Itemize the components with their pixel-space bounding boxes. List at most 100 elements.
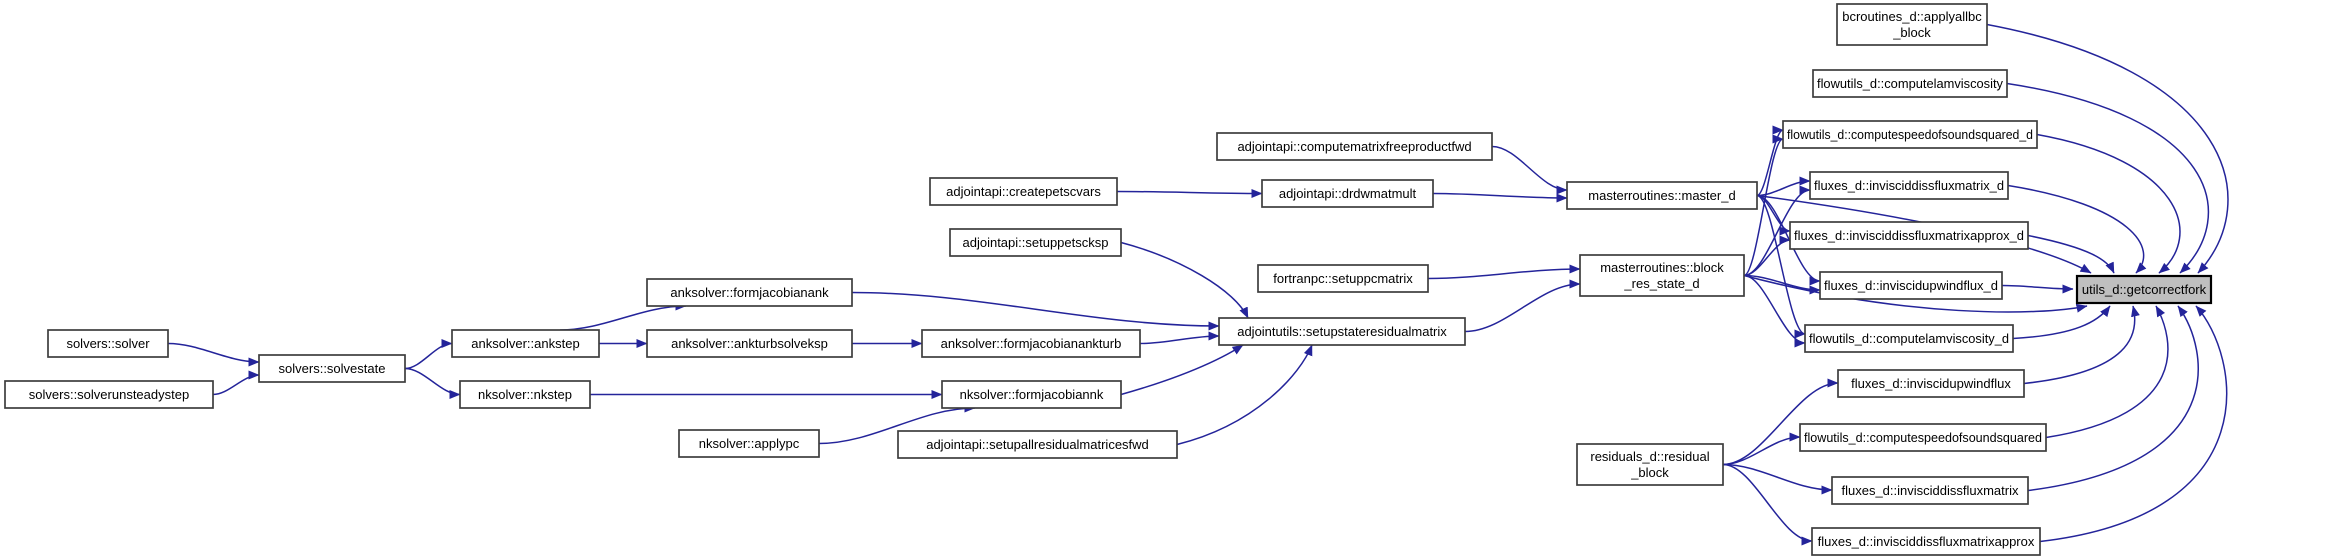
node-box — [1261, 179, 1434, 208]
edge-computelamviscosity_d-to-getcorrectfork — [2012, 305, 2111, 340]
node-invisciddissfluxmatrix_d[interactable]: fluxes_d::invisciddissfluxmatrix_d — [1809, 171, 2009, 200]
edge-computespeedofsoundsquared-to-getcorrectfork — [2045, 305, 2169, 439]
edge-applyallbc_block-to-getcorrectfork — [1986, 23, 2229, 274]
node-ankstep[interactable]: anksolver::ankstep — [451, 329, 600, 358]
node-label: solvers::solver — [66, 336, 150, 351]
node-box — [921, 329, 1141, 358]
node-getcorrectfork[interactable]: utils_d::getcorrectfork — [2075, 274, 2213, 305]
node-label: adjointutils::setupstateresidualmatrix — [1237, 324, 1447, 339]
edge-block_res_state_d-to-getcorrectfork — [1743, 274, 2088, 313]
node-label: fortranpc::setuppcmatrix — [1273, 271, 1413, 286]
node-box — [1216, 132, 1493, 161]
node-label: flowutils_d::computespeedofsoundsquared_… — [1787, 127, 2033, 142]
node-formjacobianank[interactable]: anksolver::formjacobianank — [646, 278, 853, 307]
node-box — [646, 278, 853, 307]
node-box — [1799, 423, 2047, 452]
node-solvestate[interactable]: solvers::solvestate — [258, 354, 406, 383]
edge-residual_block-to-invisciddissfluxmatrix — [1722, 463, 1833, 495]
node-computematrixfreeproductfwd[interactable]: adjointapi::computematrixfreeproductfwd — [1216, 132, 1493, 161]
node-block_res_state_d[interactable]: masterroutines::block_res_state_d — [1579, 254, 1745, 297]
node-box — [459, 380, 591, 409]
node-box — [678, 429, 820, 458]
node-label: anksolver::formjacobianankturb — [941, 336, 1122, 351]
node-applypc[interactable]: nksolver::applypc — [678, 429, 820, 458]
node-computelamviscosity_d[interactable]: flowutils_d::computelamviscosity_d — [1804, 324, 2014, 353]
node-label: adjointapi::createpetscvars — [946, 184, 1101, 199]
edge-block_res_state_d-to-computelamviscosity_d — [1743, 274, 1806, 348]
node-box — [4, 380, 214, 409]
edge-residual_block-to-inviscidupwindflux — [1722, 378, 1839, 466]
node-label: solvers::solverunsteadystep — [29, 387, 189, 402]
edge-invisciddissfluxmatrix_d-to-getcorrectfork — [2007, 184, 2147, 274]
edge-master_d-to-invisciddissfluxmatrix_d — [1756, 176, 1811, 197]
node-residual_block[interactable]: residuals_d::residual_block — [1576, 443, 1724, 486]
edge-invisciddissfluxmatrixapprox_d-to-getcorrectfork — [2027, 234, 2115, 274]
node-createpetscvars[interactable]: adjointapi::createpetscvars — [929, 177, 1118, 206]
node-box — [1804, 324, 2014, 353]
node-label: fluxes_d::inviscidupwindflux_d — [1824, 278, 1998, 293]
edge-applypc-to-formjacobiannk — [818, 403, 976, 445]
node-nkstep[interactable]: nksolver::nkstep — [459, 380, 591, 409]
node-setupstateresidualmatrix[interactable]: adjointutils::setupstateresidualmatrix — [1218, 317, 1466, 346]
edge-computelamviscosity-to-getcorrectfork — [2006, 82, 2210, 274]
node-setupallresidualmatricesfwd[interactable]: adjointapi::setupallresidualmatricesfwd — [897, 430, 1178, 459]
node-ankturbsolveksp[interactable]: anksolver::ankturbsolveksp — [646, 329, 853, 358]
node-box — [1789, 221, 2029, 250]
node-label: masterroutines::block — [1600, 260, 1724, 275]
node-inviscidupwindflux_d[interactable]: fluxes_d::inviscidupwindflux_d — [1819, 271, 2003, 300]
node-box — [949, 228, 1122, 257]
edge-solvestate-to-ankstep — [404, 339, 453, 370]
node-label: anksolver::ankturbsolveksp — [671, 336, 828, 351]
node-invisciddissfluxmatrix[interactable]: fluxes_d::invisciddissfluxmatrix — [1831, 476, 2029, 505]
node-formjacobiannk[interactable]: nksolver::formjacobiannk — [941, 380, 1122, 409]
node-label: fluxes_d::invisciddissfluxmatrix_d — [1814, 178, 2004, 193]
node-label: fluxes_d::invisciddissfluxmatrixapprox — [1818, 534, 2035, 549]
node-box — [1836, 3, 1988, 46]
edge-setuppcmatrix-to-block_res_state_d — [1427, 264, 1581, 280]
edge-inviscidupwindflux_d-to-getcorrectfork — [2001, 284, 2074, 294]
node-computelamviscosity[interactable]: flowutils_d::computelamviscosity — [1812, 69, 2008, 98]
node-box — [1782, 120, 2038, 149]
node-box — [1819, 271, 2003, 300]
edge-formjacobianank-to-setupstateresidualmatrix — [851, 291, 1220, 331]
node-setuppetscksp[interactable]: adjointapi::setuppetscksp — [949, 228, 1122, 257]
node-label: _block — [1892, 25, 1931, 40]
node-invisciddissfluxmatrixapprox_d[interactable]: fluxes_d::invisciddissfluxmatrixapprox_d — [1789, 221, 2029, 250]
node-box — [451, 329, 600, 358]
node-label: bcroutines_d::applyallbc — [1842, 9, 1982, 24]
edge-drdwmatmult-to-master_d — [1432, 192, 1568, 203]
edge-setupstateresidualmatrix-to-block_res_state_d — [1464, 279, 1581, 333]
node-label: _block — [1630, 465, 1669, 480]
edge-invisciddissfluxmatrix-to-getcorrectfork — [2027, 305, 2199, 492]
node-computespeedofsoundsquared[interactable]: flowutils_d::computespeedofsoundsquared — [1799, 423, 2047, 452]
edge-residual_block-to-computespeedofsoundsquared — [1722, 432, 1801, 466]
node-label: solvers::solvestate — [279, 361, 386, 376]
node-setuppcmatrix[interactable]: fortranpc::setuppcmatrix — [1257, 264, 1429, 293]
node-drdwmatmult[interactable]: adjointapi::drdwmatmult — [1261, 179, 1434, 208]
node-label: fluxes_d::inviscidupwindflux — [1851, 376, 2011, 391]
node-inviscidupwindflux[interactable]: fluxes_d::inviscidupwindflux — [1837, 369, 2025, 398]
node-computespeedofsoundsquared_d[interactable]: flowutils_d::computespeedofsoundsquared_… — [1782, 120, 2038, 149]
edge-solver-to-solvestate — [167, 342, 260, 367]
node-label: anksolver::ankstep — [471, 336, 579, 351]
node-label: flowutils_d::computelamviscosity_d — [1809, 331, 2009, 346]
edge-residual_block-to-invisciddissfluxmatrixapprox — [1722, 463, 1813, 546]
node-label: adjointapi::setupallresidualmatricesfwd — [926, 437, 1149, 452]
node-applyallbc_block[interactable]: bcroutines_d::applyallbc_block — [1836, 3, 1988, 46]
node-solver[interactable]: solvers::solver — [47, 329, 169, 358]
highlighted-node-box — [2075, 274, 2213, 305]
edge-setupallresidualmatricesfwd-to-setupstateresidualmatrix — [1176, 344, 1313, 446]
node-label: nksolver::applypc — [699, 436, 800, 451]
node-label: nksolver::formjacobiannk — [960, 387, 1104, 402]
node-label: _res_state_d — [1623, 276, 1699, 291]
node-invisciddissfluxmatrixapprox[interactable]: fluxes_d::invisciddissfluxmatrixapprox — [1811, 527, 2041, 556]
node-label: utils_d::getcorrectfork — [2082, 282, 2207, 297]
node-label: adjointapi::drdwmatmult — [1279, 186, 1417, 201]
node-formjacobianankturb[interactable]: anksolver::formjacobianankturb — [921, 329, 1141, 358]
edge-ankstep-to-formjacobianank — [559, 301, 687, 331]
node-label: residuals_d::residual — [1590, 449, 1709, 464]
node-master_d[interactable]: masterroutines::master_d — [1566, 181, 1758, 210]
node-solverunsteadystep[interactable]: solvers::solverunsteadystep — [4, 380, 214, 409]
node-box — [1579, 254, 1745, 297]
